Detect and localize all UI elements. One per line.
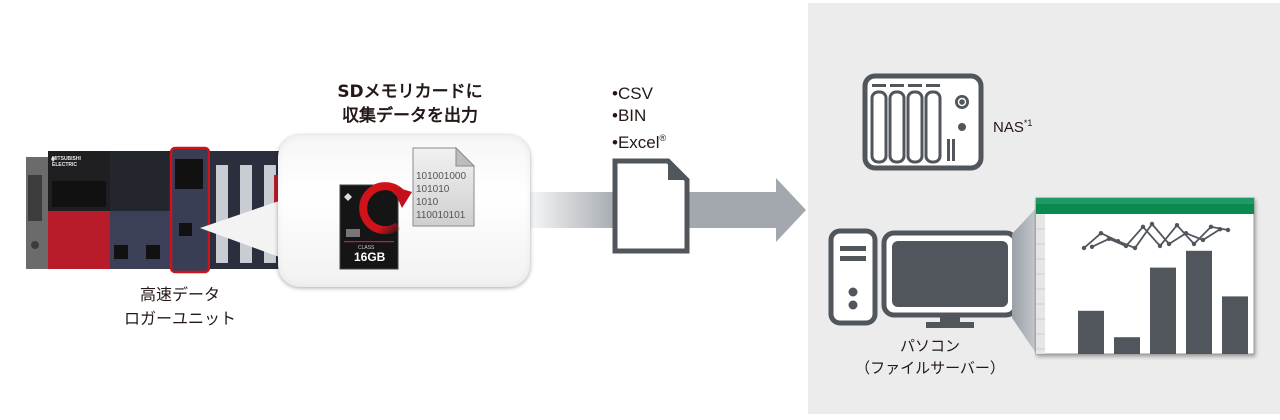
spreadsheet-chart — [1035, 197, 1255, 355]
data-logger-label-line2: ロガーユニット — [123, 309, 236, 328]
sd-output-title: SDメモリカードに 収集データを出力 — [300, 80, 520, 128]
chart-point — [1225, 227, 1231, 233]
sd-card-callout — [278, 135, 530, 287]
format-label: CSV — [617, 84, 653, 103]
brand-logo — [344, 193, 352, 201]
format-label: Excel — [617, 133, 660, 152]
chart-bar — [1078, 310, 1104, 354]
sd-class-label: CLASS — [358, 245, 375, 251]
data-logger-label-line1: 高速データ — [139, 285, 220, 304]
callout-pointer — [200, 200, 282, 258]
binary-line: 101010 — [416, 184, 450, 195]
chart-point — [1200, 237, 1206, 243]
nas-icon — [862, 73, 984, 171]
data-logger-highlight — [169, 146, 211, 274]
chart-point — [1157, 243, 1163, 249]
output-formats-list: •CSV •BIN •Excel® — [612, 83, 666, 154]
chart-point — [1089, 244, 1095, 249]
spreadsheet-window — [1035, 197, 1255, 355]
bullet: • — [612, 133, 618, 152]
chart-point — [1166, 241, 1172, 247]
sd-title-line1: SDメモリカードに — [337, 82, 483, 102]
nas-footnote: *1 — [1023, 118, 1033, 128]
registered-mark: ® — [659, 133, 667, 143]
chart-bar — [1186, 250, 1212, 354]
power-icon — [957, 97, 967, 107]
chart-point — [1132, 245, 1138, 251]
pc-label: パソコン （ファイルサーバー） — [835, 335, 1025, 379]
binary-line: 110010101 — [416, 210, 466, 221]
nas-label: NAS*1 — [993, 118, 1032, 136]
chart-bar — [1150, 267, 1176, 354]
binary-line: 101001000 — [416, 171, 466, 182]
chart-point — [1149, 221, 1155, 227]
row-header-column — [1036, 214, 1045, 354]
pc-label-line1: パソコン — [899, 337, 960, 355]
brand-logo-mark — [51, 156, 55, 162]
format-label: BIN — [617, 106, 647, 125]
data-logger-label: 高速データ ロガーユニット — [120, 283, 240, 331]
plc-rack-image — [26, 146, 282, 274]
nas-label-text: NAS — [993, 119, 1024, 136]
chart-point — [1140, 224, 1146, 229]
document-icon — [612, 158, 690, 254]
chart-point — [1123, 243, 1129, 249]
chart-point — [1106, 236, 1112, 241]
transfer-cycle-icon — [359, 182, 412, 235]
sd-title-line2: 収集データを出力 — [342, 106, 478, 126]
chart-bar — [1114, 337, 1140, 354]
chart-point — [1081, 245, 1087, 251]
format-item-bin: •BIN — [612, 105, 666, 127]
chart-point — [1208, 224, 1214, 229]
chart-point — [1174, 223, 1180, 228]
chart-point — [1191, 241, 1197, 247]
computer-icon — [828, 228, 1019, 328]
pc-label-line2: （ファイルサーバー） — [855, 359, 1005, 377]
chart-point — [1098, 231, 1104, 236]
chart-bar — [1222, 296, 1248, 354]
binary-file-icon: 101001000 101010 1010 110010101 — [412, 147, 476, 227]
bullet: • — [612, 84, 618, 103]
binary-line: 1010 — [416, 197, 439, 208]
sd-capacity-label: 16GB — [354, 250, 386, 264]
format-item-csv: •CSV — [612, 83, 666, 105]
format-item-excel: •Excel® — [612, 127, 666, 154]
plc-brand-text: MITSUBISHI ELECTRIC — [52, 156, 81, 168]
zoom-projection — [1012, 206, 1038, 356]
bullet: • — [612, 106, 618, 125]
